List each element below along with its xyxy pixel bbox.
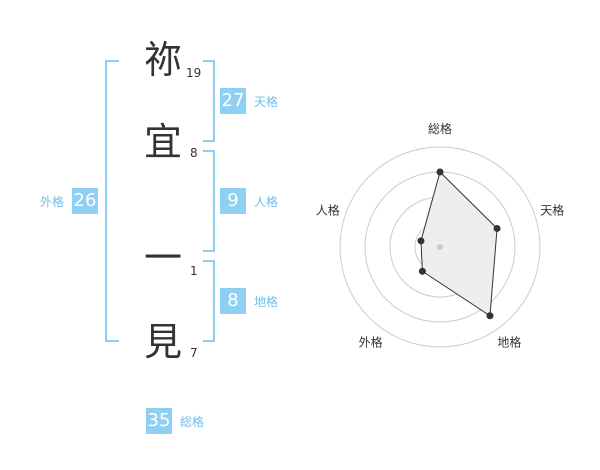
chikaku-badge: 8 bbox=[220, 288, 246, 314]
chikaku-label: 地格 bbox=[254, 295, 279, 309]
chikaku-bracket bbox=[203, 260, 215, 342]
radar-axis-label-2: 地格 bbox=[497, 334, 521, 349]
jinkaku-badge: 9 bbox=[220, 188, 246, 214]
stroke-count-4: 7 bbox=[190, 346, 198, 360]
name-char-2: 宜 bbox=[143, 120, 182, 164]
soukaku-badge: 35 bbox=[146, 408, 172, 434]
gaikaku-label: 外格 bbox=[40, 195, 65, 209]
tenkaku-badge: 27 bbox=[220, 88, 246, 114]
jinkaku-label: 人格 bbox=[254, 195, 279, 209]
jinkaku-bracket bbox=[203, 150, 215, 252]
radar-area bbox=[420, 171, 498, 317]
radar-ring-4 bbox=[339, 146, 541, 348]
gaikaku-bracket bbox=[105, 60, 119, 342]
tenkaku-label: 天格 bbox=[254, 95, 279, 109]
name-char-4: 見 bbox=[143, 320, 182, 364]
radar-point-2 bbox=[486, 312, 494, 320]
radar-axis-label-1: 天格 bbox=[540, 203, 564, 218]
radar-axis-label-3: 外格 bbox=[359, 334, 383, 349]
soukaku-label: 総格 bbox=[180, 415, 205, 429]
radar-point-0 bbox=[436, 168, 444, 176]
tenkaku-bracket bbox=[203, 60, 215, 142]
stroke-count-3: 1 bbox=[190, 264, 198, 278]
gaikaku-badge: 26 bbox=[72, 188, 98, 214]
radar-axis-label-4: 人格 bbox=[316, 203, 340, 218]
radar-center-dot bbox=[437, 244, 443, 250]
stroke-count-2: 8 bbox=[190, 146, 198, 160]
name-char-1: 祢 bbox=[143, 38, 182, 82]
radar-point-4 bbox=[417, 237, 425, 245]
radar-point-3 bbox=[418, 267, 426, 275]
name-char-3: 一 bbox=[143, 236, 182, 280]
stroke-count-1: 19 bbox=[186, 66, 202, 80]
radar-points bbox=[417, 168, 501, 320]
radar-point-1 bbox=[493, 224, 501, 232]
radar-axis-label-0: 総格 bbox=[428, 121, 452, 136]
